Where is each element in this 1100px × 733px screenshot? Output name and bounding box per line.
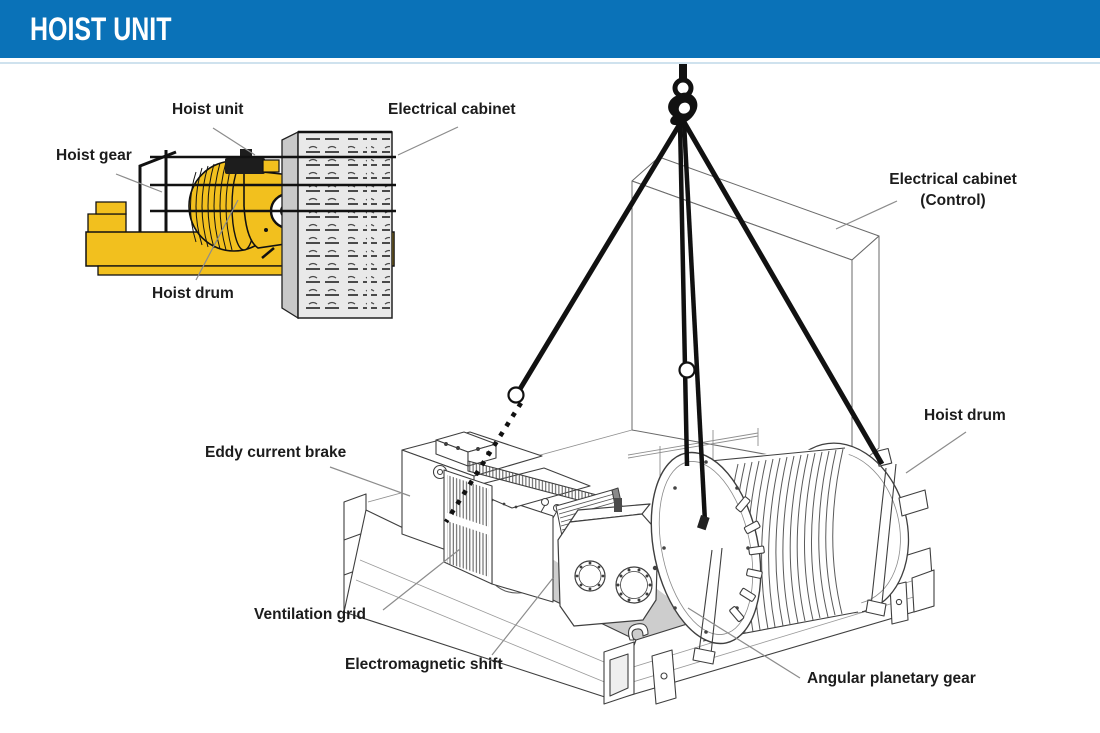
label-hoist-unit: Hoist unit <box>172 101 244 118</box>
leader-lines <box>115 126 967 679</box>
planetary-gear-drawing <box>557 498 659 627</box>
inset-electrical-cabinet <box>281 130 393 320</box>
label-electrical-cabinet-control-line1: Electrical cabinet <box>889 171 1017 188</box>
hoist-drum-drawing <box>650 442 929 665</box>
sling-ropes <box>444 120 885 531</box>
electromagnetic-shift-drawing <box>465 467 591 603</box>
label-electrical-cabinet-control: Electrical cabinet (Control) <box>858 169 1048 211</box>
page-title: HOIST UNIT <box>30 11 172 47</box>
label-hoist-drum: Hoist drum <box>924 407 1006 424</box>
label-hoist-gear: Hoist gear <box>56 147 132 164</box>
label-eddy-current-brake: Eddy current brake <box>205 444 347 461</box>
label-hoist-drum-inset: Hoist drum <box>152 285 234 302</box>
header-underline <box>0 62 1100 64</box>
inset-drawing <box>85 130 396 320</box>
label-electrical-cabinet-control-line2: (Control) <box>920 192 986 209</box>
electrical-cabinet-control-drawing <box>631 156 880 471</box>
label-electrical-cabinet: Electrical cabinet <box>388 101 516 118</box>
label-angular-planetary-gear: Angular planetary gear <box>807 670 976 687</box>
ventilation-grid-drawing <box>443 460 613 585</box>
main-drawing <box>343 62 935 705</box>
inset-railing <box>138 150 396 232</box>
crane-hook-icon <box>668 62 698 126</box>
header-bar <box>0 0 1100 58</box>
label-electromagnetic-shift: Electromagnetic shift <box>345 656 503 673</box>
label-ventilation-grid: Ventilation grid <box>254 606 366 623</box>
